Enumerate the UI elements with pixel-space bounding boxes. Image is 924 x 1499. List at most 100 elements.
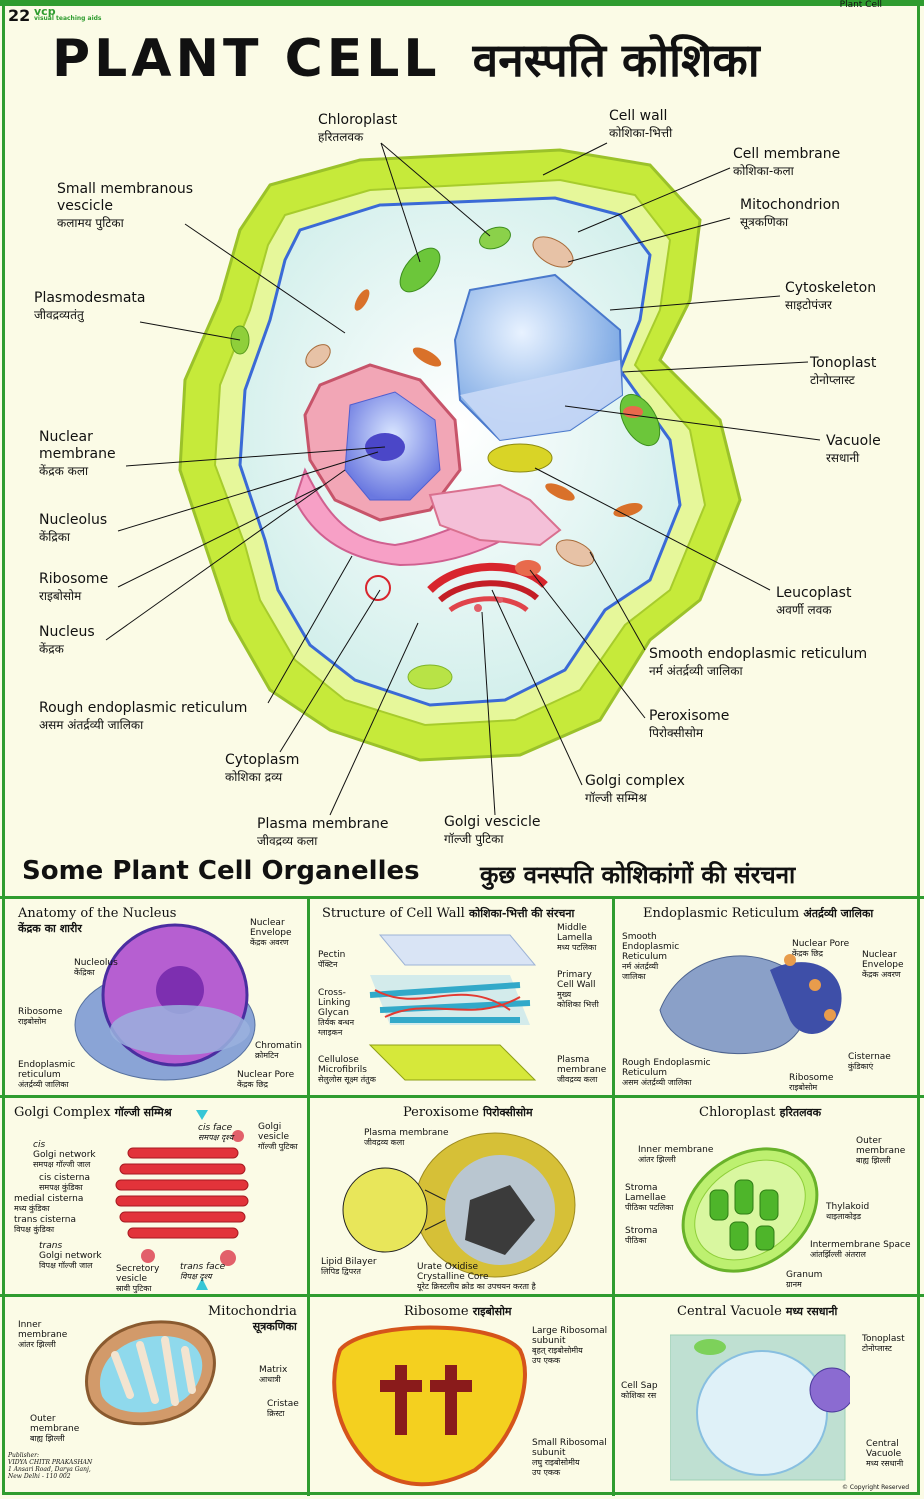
label-en-2: Endoplasmic	[622, 942, 680, 952]
label-hi: पीठिका	[625, 1236, 647, 1245]
nucleus	[809, 1367, 850, 1413]
label-en: Middle	[557, 923, 587, 933]
chart-number: 22	[8, 6, 31, 25]
label-tonoplast: Tonoplast टोनोप्लास्ट	[810, 355, 876, 389]
label-en: Nucleolus	[39, 512, 108, 528]
vesicle	[365, 575, 391, 601]
section-title-hi: कुछ वनस्पति कोशिकांगों की संरचना	[480, 861, 796, 889]
panel-title-vacuole: Central Vacuole मध्य रसधानी	[677, 1304, 837, 1319]
title-hi: सूत्रकणिका	[252, 1320, 297, 1333]
title-en: Endoplasmic Reticulum	[643, 906, 800, 921]
label-hi: गॉल्जी सम्मिश्र	[585, 791, 647, 805]
panel-title-chloroplast: Chloroplast हरितलवक	[699, 1105, 821, 1120]
title-hi: पिरोक्सीसोम	[483, 1106, 533, 1119]
label-hi: टोनोप्लास्ट	[810, 373, 855, 387]
mitochondrion	[555, 539, 595, 567]
label-en-2: Lamellae	[625, 1193, 666, 1203]
organelle	[613, 503, 643, 517]
label-en: Lipid Bilayer	[321, 1257, 377, 1267]
er-illustration	[659, 954, 842, 1055]
label-hi: स्रावी पुटिका	[116, 1284, 152, 1293]
title-en: Structure of Cell Wall	[322, 906, 465, 921]
cristae	[111, 1336, 196, 1406]
title-en: Chloroplast	[699, 1105, 776, 1120]
panel-title-er: Endoplasmic Reticulum अंतर्द्रव्यी जालिक…	[643, 906, 873, 921]
label-hi: कुंडिकाएं	[848, 1062, 874, 1071]
grid-line	[307, 896, 310, 1496]
label-hi: नर्म अंतर्द्रव्यी जालिका	[649, 664, 743, 678]
label-en-2: Golgi network	[39, 1251, 102, 1261]
label-hi: असम अंतर्द्रव्यी जालिका	[622, 1078, 692, 1087]
label-hi: पिरोक्सीसोम	[649, 726, 704, 740]
cross-linking-glycan	[374, 989, 521, 1018]
label-hi: राइबोसोम	[39, 589, 82, 603]
label-en: trans	[39, 1241, 63, 1251]
label-en-2: membrane	[18, 1330, 68, 1340]
label-en-2: Cell Wall	[557, 980, 596, 990]
label-hi: जीवद्रव्यतंतु	[34, 308, 84, 322]
cellwall-illustration	[368, 934, 537, 1081]
label-en: Smooth endoplasmic reticulum	[649, 646, 868, 662]
golgi-complex	[427, 562, 548, 593]
label-en: Mitochondrion	[740, 197, 841, 213]
panel-title-cellwall: Structure of Cell Wall कोशिका-भित्ती की …	[322, 906, 574, 921]
label-en: Cytoplasm	[225, 752, 300, 768]
label-en-3: Glycan	[318, 1008, 349, 1018]
label-en: cis cisterna	[39, 1173, 90, 1183]
envelope-cut	[110, 1005, 250, 1055]
brand-name: vcp	[34, 5, 56, 18]
label-en: Outer	[856, 1136, 882, 1146]
label-en: Plasmodesmata	[34, 290, 146, 306]
label-en: trans face	[180, 1262, 226, 1272]
label-en: Rough endoplasmic reticulum	[39, 700, 248, 716]
label-hi: जीवद्रव्य कला	[364, 1138, 405, 1147]
label-hi: विपक्ष गॉल्जी जाल	[39, 1261, 93, 1270]
label-hi: पीठिका पटलिका	[625, 1203, 674, 1212]
label-hi: विपक्ष कुंडिका	[14, 1225, 55, 1234]
label-en: Tonoplast	[810, 355, 877, 371]
label-en: Urate Oxidise	[417, 1262, 479, 1272]
label-hi: केंद्रक	[39, 642, 64, 656]
label-en: trans cisterna	[14, 1215, 76, 1225]
title-hi: राइबोसोम	[472, 1305, 512, 1318]
label-hi: साइटोपंजर	[785, 298, 832, 312]
label-en: Nucleolus	[74, 958, 118, 968]
label-hi: क्रोमटिन	[255, 1051, 279, 1060]
trans-face-marker	[196, 1278, 208, 1290]
label-en-2: Vacuole	[866, 1449, 902, 1459]
label-hi: मध्य पटलिका	[557, 943, 597, 952]
label-en: Smooth	[622, 932, 657, 942]
label-en: medial cisterna	[14, 1194, 84, 1204]
label-en: Plasma membrane	[257, 816, 389, 832]
label-en: Ribosome	[39, 571, 109, 587]
golgi-illustration	[115, 1110, 249, 1290]
label-en: Small Ribosomal	[532, 1438, 607, 1448]
label-en: Ribosome	[18, 1007, 63, 1017]
label-en: Golgi complex	[585, 773, 685, 789]
label-en: Nucleus	[39, 624, 95, 640]
title-en: Peroxisome	[403, 1105, 479, 1120]
leader-lines	[105, 142, 821, 816]
label-hi: जीवद्रव्य कला	[557, 1075, 598, 1084]
label-en: Cell membrane	[733, 146, 841, 162]
label-en: Cellulose	[318, 1055, 359, 1065]
